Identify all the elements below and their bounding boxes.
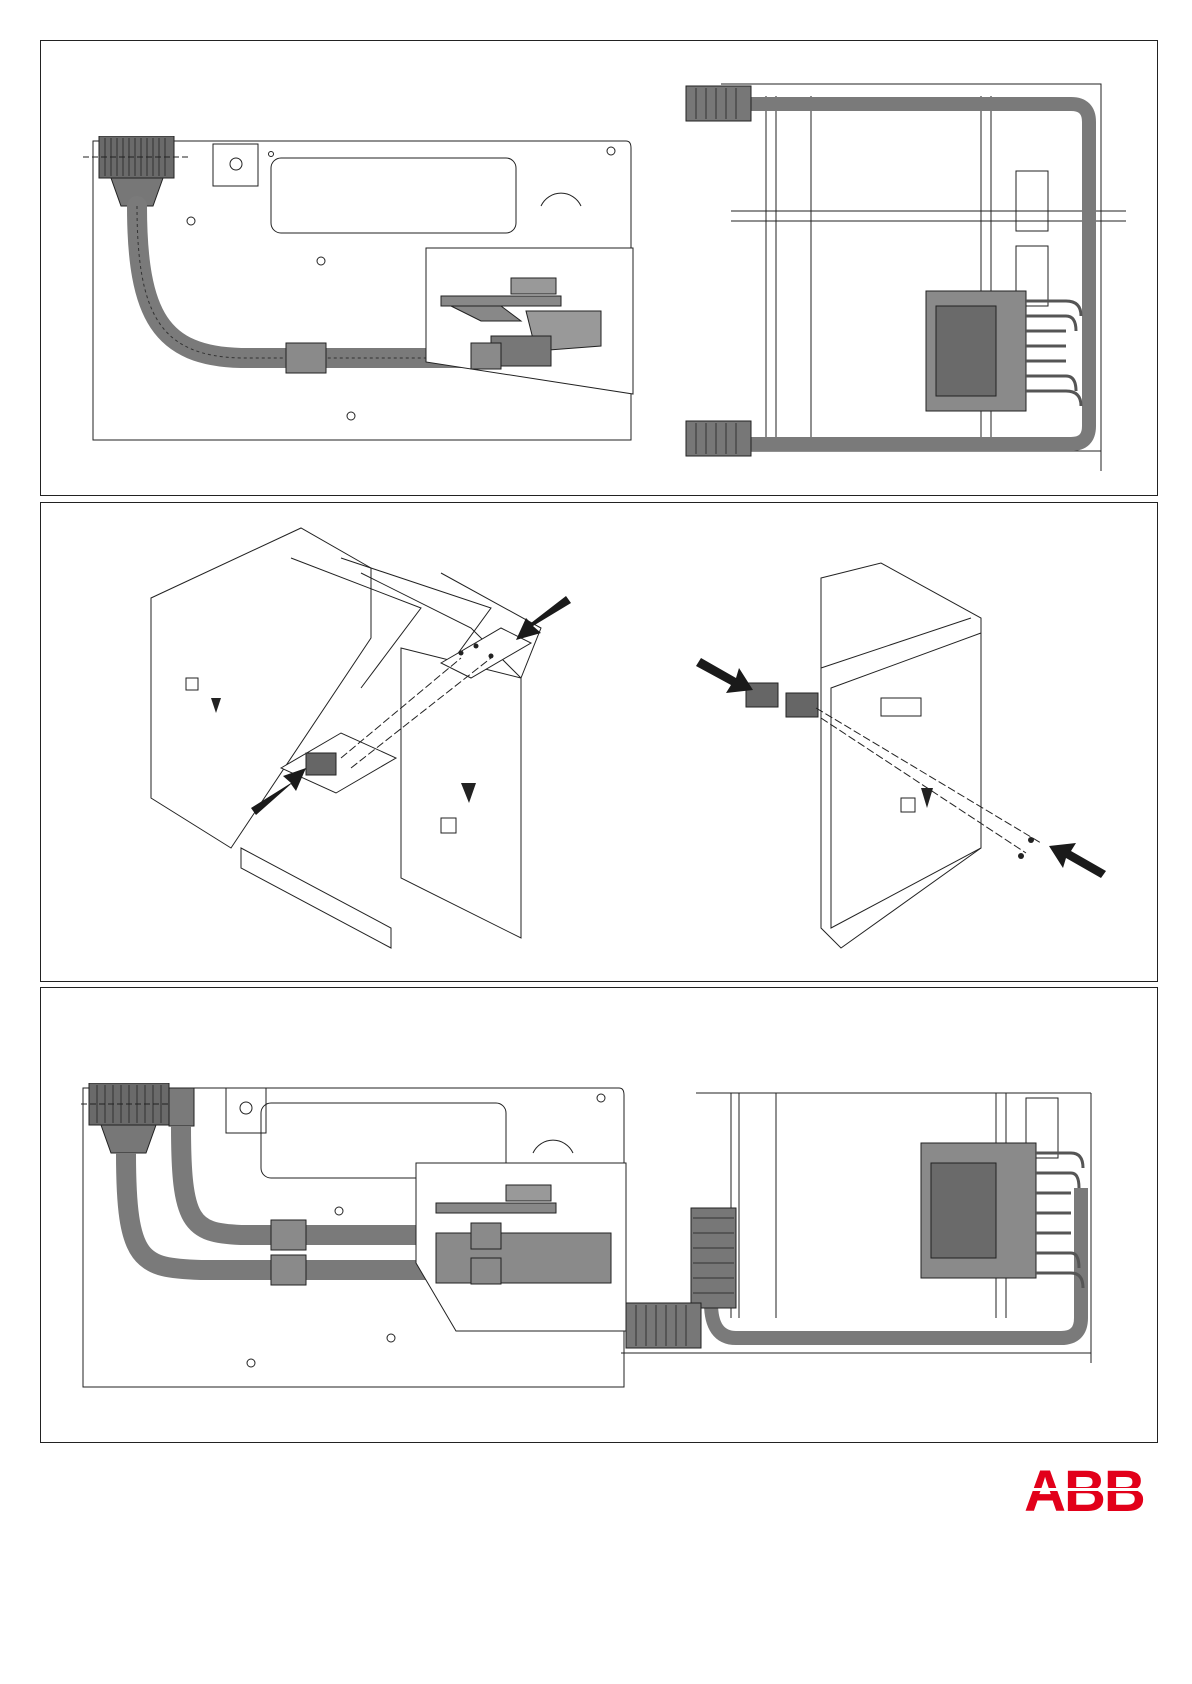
top-view-single-connector (681, 76, 1151, 471)
iso-view-right-unit (681, 558, 1121, 958)
panel-harness-single (40, 40, 1158, 496)
abb-logo: ABB (1010, 1465, 1158, 1515)
side-view-double-cable (81, 1083, 641, 1393)
panel-harness-double (40, 987, 1158, 1443)
panel-connector-installation (40, 502, 1158, 982)
iso-view-left-unit (141, 518, 621, 958)
side-view-single-cable (81, 136, 641, 446)
top-view-double-connector (621, 1088, 1141, 1388)
